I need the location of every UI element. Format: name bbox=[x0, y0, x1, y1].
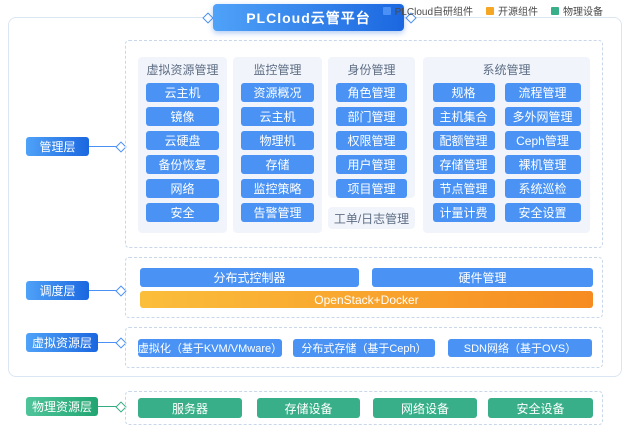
connector-line bbox=[89, 146, 118, 147]
legend-label: 物理设备 bbox=[563, 7, 603, 18]
panel-items: 云主机 镜像 云硬盘 备份恢复 网络 安全 bbox=[146, 83, 219, 222]
panel-identity-mgmt: 身份管理 角色管理 部门管理 权限管理 用户管理 项目管理 bbox=[328, 57, 415, 198]
module-quota-mgmt: 配额管理 bbox=[432, 131, 495, 150]
physical-resource-layer-box bbox=[125, 391, 603, 425]
connector-line bbox=[98, 406, 118, 407]
module-ceph-mgmt: Ceph管理 bbox=[504, 131, 581, 150]
module-cloud-host: 云主机 bbox=[146, 83, 219, 102]
module-multi-extnet-mgmt: 多外网管理 bbox=[504, 107, 581, 126]
layer-label-management: 管理层 bbox=[26, 137, 89, 156]
legend-swatch-green-icon bbox=[551, 6, 559, 15]
workorder-log-box: 工单/日志管理 bbox=[328, 207, 415, 229]
connector-line bbox=[89, 290, 118, 291]
module-project-mgmt: 项目管理 bbox=[336, 179, 407, 198]
module-spec: 规格 bbox=[432, 83, 495, 102]
distributed-controller-bar: 分布式控制器 bbox=[140, 268, 359, 287]
module-user-mgmt: 用户管理 bbox=[336, 155, 407, 174]
virtual-resource-layer-box bbox=[125, 327, 603, 368]
sdn-network-ovs: SDN网络（基于OVS） bbox=[448, 339, 592, 357]
system-mgmt-grid: 规格 流程管理 主机集合 多外网管理 配额管理 Ceph管理 存储管理 裸机管理… bbox=[432, 83, 581, 222]
module-monitor-policy: 监控策略 bbox=[241, 179, 314, 198]
device-server: 服务器 bbox=[138, 398, 242, 418]
module-department-mgmt: 部门管理 bbox=[336, 107, 407, 126]
panel-items: 角色管理 部门管理 权限管理 用户管理 项目管理 bbox=[336, 83, 407, 198]
device-storage: 存储设备 bbox=[257, 398, 360, 418]
layer-label-scheduling: 调度层 bbox=[26, 281, 89, 300]
module-network: 网络 bbox=[146, 179, 219, 198]
module-cloud-disk: 云硬盘 bbox=[146, 131, 219, 150]
legend-swatch-blue-icon bbox=[382, 6, 391, 15]
module-node-mgmt: 节点管理 bbox=[432, 179, 495, 198]
module-storage-mgmt: 存储管理 bbox=[432, 155, 495, 174]
module-security-settings: 安全设置 bbox=[504, 203, 581, 222]
legend-item-physical: 物理设备 bbox=[551, 3, 603, 18]
legend-label: PLCloud自研组件 bbox=[394, 7, 473, 18]
panel-title: 监控管理 bbox=[253, 63, 302, 77]
module-cloud-host: 云主机 bbox=[241, 107, 314, 126]
legend-item-open-source: 开源组件 bbox=[486, 3, 538, 18]
panel-title: 系统管理 bbox=[482, 63, 531, 77]
module-baremetal-mgmt: 裸机管理 bbox=[504, 155, 581, 174]
page-title: PLCloud云管平台 bbox=[213, 4, 404, 31]
device-security: 安全设备 bbox=[488, 398, 593, 418]
legend: PLCloud自研组件 开源组件 物理设备 bbox=[382, 3, 603, 18]
legend-swatch-orange-icon bbox=[486, 6, 494, 15]
panel-system-mgmt: 系统管理 规格 流程管理 主机集合 多外网管理 配额管理 Ceph管理 存储管理… bbox=[423, 57, 590, 233]
virtualization-kvm-vmware: 虚拟化（基于KVM/VMware） bbox=[138, 339, 282, 357]
scheduling-layer-box bbox=[125, 257, 603, 318]
module-alarm-mgmt: 告警管理 bbox=[241, 203, 314, 222]
module-physical-machine: 物理机 bbox=[241, 131, 314, 150]
layer-label-virtual: 虚拟资源层 bbox=[26, 333, 98, 352]
hardware-mgmt-bar: 硬件管理 bbox=[372, 268, 593, 287]
panel-items: 资源概况 云主机 物理机 存储 监控策略 告警管理 bbox=[241, 83, 314, 222]
module-security: 安全 bbox=[146, 203, 219, 222]
module-system-inspection: 系统巡检 bbox=[504, 179, 581, 198]
panel-title: 身份管理 bbox=[347, 63, 396, 77]
panel-title: 虚拟资源管理 bbox=[146, 63, 219, 77]
openstack-docker-bar: OpenStack+Docker bbox=[140, 291, 593, 308]
device-network: 网络设备 bbox=[373, 398, 477, 418]
legend-label: 开源组件 bbox=[498, 7, 538, 18]
module-permission-mgmt: 权限管理 bbox=[336, 131, 407, 150]
module-image: 镜像 bbox=[146, 107, 219, 126]
module-backup-restore: 备份恢复 bbox=[146, 155, 219, 174]
panel-monitoring-mgmt: 监控管理 资源概况 云主机 物理机 存储 监控策略 告警管理 bbox=[233, 57, 322, 233]
panel-virtual-resource-mgmt: 虚拟资源管理 云主机 镜像 云硬盘 备份恢复 网络 安全 bbox=[138, 57, 227, 233]
layer-label-physical: 物理资源层 bbox=[26, 397, 98, 416]
distributed-storage-ceph: 分布式存储（基于Ceph） bbox=[293, 339, 435, 357]
module-storage: 存储 bbox=[241, 155, 314, 174]
management-layer-box bbox=[125, 40, 603, 248]
module-process-mgmt: 流程管理 bbox=[504, 83, 581, 102]
module-resource-overview: 资源概况 bbox=[241, 83, 314, 102]
legend-item-self-developed: PLCloud自研组件 bbox=[382, 3, 473, 18]
connector-line bbox=[98, 342, 118, 343]
module-host-aggregate: 主机集合 bbox=[432, 107, 495, 126]
module-role-mgmt: 角色管理 bbox=[336, 83, 407, 102]
module-metering-billing: 计量计费 bbox=[432, 203, 495, 222]
